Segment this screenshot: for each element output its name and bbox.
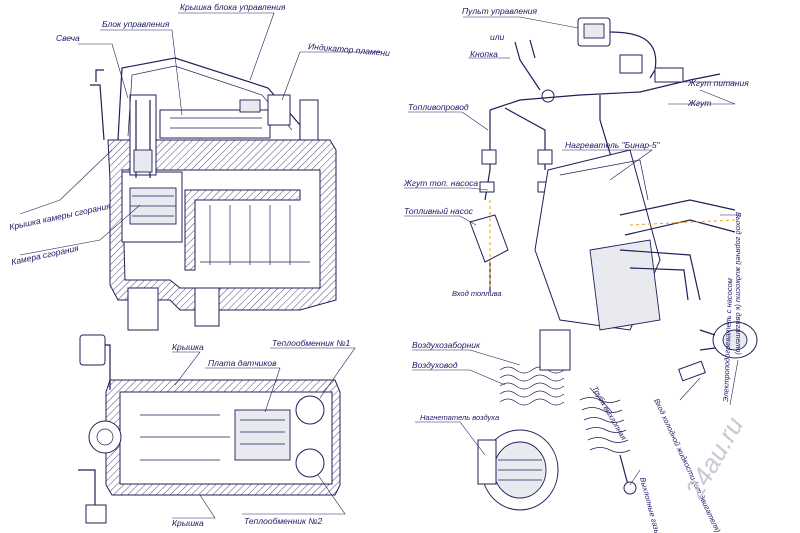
label-air-intake: Воздухозаборник xyxy=(412,340,481,350)
label-air-blower: Нагнетатель воздуха xyxy=(420,413,499,422)
installation-diagram xyxy=(404,16,758,511)
label-fuel-inlet: Вход топлива xyxy=(452,289,502,298)
label-chamber-cover: Крышка камеры сгорания xyxy=(8,201,112,232)
heater-top-view xyxy=(78,334,356,524)
label-air-duct: Воздуховод xyxy=(412,360,458,370)
label-pump-harness: Жгут топ. насоса xyxy=(403,178,478,188)
label-fuel-pump: Топливный насос xyxy=(404,206,474,216)
label-control-unit: Блок управления xyxy=(102,19,170,29)
label-combustion-chamber: Камера сгорания xyxy=(10,243,80,267)
label-cover-control: Крышка блока управления xyxy=(180,2,286,12)
label-electric-pump: Электроподогреватель с насосом xyxy=(721,278,734,402)
label-button: Кнопка xyxy=(470,49,498,59)
label-exhaust-pipe: Труба выхлопная xyxy=(590,385,628,442)
label-cover-top: Крышка xyxy=(172,342,204,352)
label-exhaust-gases: Выхлопные газы xyxy=(638,476,662,533)
label-power-harness: Жгут питания xyxy=(687,78,749,88)
label-remote: Пульт управления xyxy=(462,6,537,16)
label-sensor-board: Плата датчиков xyxy=(208,358,277,368)
label-harness: Жгут xyxy=(687,98,711,108)
label-heater: Нагреватель "Бинар-5" xyxy=(565,140,661,150)
label-glow-plug: Свеча xyxy=(56,33,80,43)
label-heat-exchanger-2: Теплообменник №2 xyxy=(244,516,323,526)
label-heat-exchanger-1: Теплообменник №1 xyxy=(272,338,351,348)
label-or: или xyxy=(490,32,505,42)
label-hot-out: Выход горячей жидкости (к двигателю) xyxy=(734,212,743,355)
label-fuel-line: Топливопровод xyxy=(408,102,469,112)
heater-cross-section xyxy=(19,12,382,331)
label-flame-indicator: Индикатор пламени xyxy=(308,41,391,58)
label-cover-bottom: Крышка xyxy=(172,518,204,528)
